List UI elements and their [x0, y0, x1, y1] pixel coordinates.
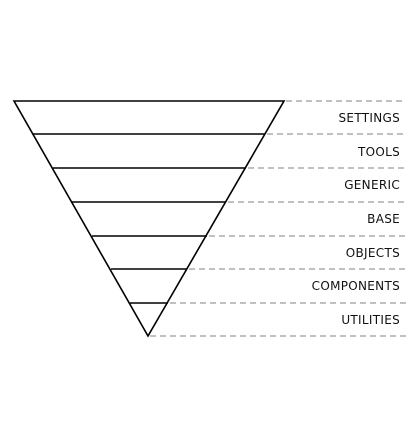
- inverted-triangle: [12, 100, 286, 338]
- layer-label-base: BASE: [367, 212, 400, 226]
- layer-label-components: COMPONENTS: [311, 279, 400, 293]
- layer-label-objects: OBJECTS: [345, 246, 400, 260]
- layer-label-generic: GENERIC: [344, 178, 400, 192]
- layer-label-utilities: UTILITIES: [341, 313, 400, 327]
- layer-label-settings: SETTINGS: [338, 111, 400, 125]
- layer-label-tools: TOOLS: [357, 145, 400, 159]
